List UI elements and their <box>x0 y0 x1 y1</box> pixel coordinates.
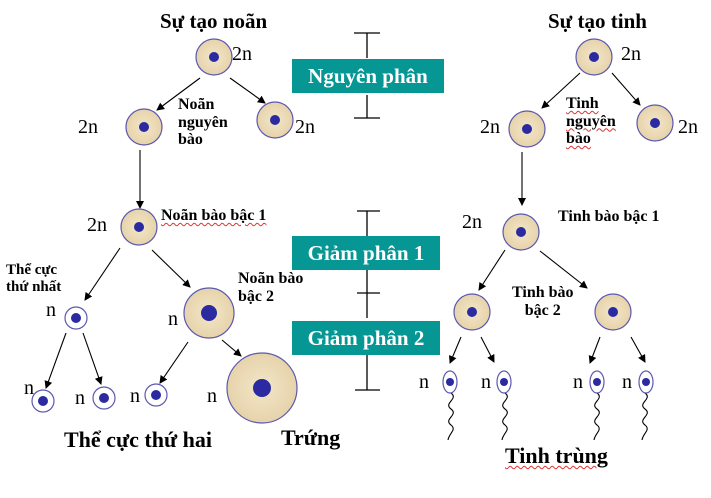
primary-oocyte-label: Noãn bào bậc 1 <box>161 207 267 224</box>
ploidy-label: n <box>207 385 217 407</box>
arrow <box>449 336 462 364</box>
spermatogenesis-cells <box>442 38 674 394</box>
arrow <box>480 336 495 363</box>
phase-meiosis-1: Giảm phân 1 <box>292 236 440 270</box>
sperm-tail <box>501 392 508 441</box>
cell-oogenesis-root <box>195 38 233 76</box>
cell-egg <box>226 352 298 424</box>
arrow <box>611 72 641 106</box>
ploidy-label: n <box>481 371 491 393</box>
arrow <box>588 336 601 364</box>
sperm-head-4 <box>638 370 654 394</box>
cell-polar-body-b <box>92 386 116 410</box>
ploidy-label: n <box>130 385 140 407</box>
ploidy-label: n <box>46 299 56 321</box>
cell-secondary-spermatocyte-b <box>594 293 632 331</box>
ploidy-label: 2n <box>462 211 482 233</box>
sperm-head-1 <box>442 370 458 394</box>
cell-secondary-spermatocyte-a <box>453 293 491 331</box>
ploidy-label: n <box>24 377 34 399</box>
ploidy-label: n <box>573 371 583 393</box>
cell-first-polar-body <box>64 306 88 330</box>
cell-polar-body-c <box>144 383 168 407</box>
ploidy-label: n <box>168 308 178 330</box>
phase-mitosis: Nguyên phân <box>292 59 444 93</box>
egg-label: Trứng <box>281 425 341 450</box>
sperm-tail <box>447 392 454 441</box>
ploidy-label: n <box>419 371 429 393</box>
arrow <box>159 341 189 384</box>
arrow <box>82 332 103 385</box>
arrow <box>221 339 242 357</box>
meiosis-bracket <box>355 210 380 391</box>
cell-polar-body-a <box>31 389 55 413</box>
ploidy-label: 2n <box>295 116 315 138</box>
cell-oogonium-right <box>256 101 294 139</box>
mitosis-bracket <box>354 32 380 119</box>
arrow <box>478 249 506 291</box>
secondary-oocyte-label: Noãn bào bậc 2 <box>238 270 304 305</box>
oogonium-label: Noãn nguyên bào <box>178 96 228 149</box>
sperm-tail <box>641 392 648 441</box>
ploidy-label: n <box>75 387 85 409</box>
ploidy-label: 2n <box>480 116 500 138</box>
sperm-label: Tinh trùng <box>505 443 608 468</box>
cell-spermatogenesis-root <box>575 38 613 76</box>
arrow <box>151 249 191 288</box>
arrow <box>229 77 266 104</box>
oogenesis-title: Sự tạo noãn <box>160 9 268 33</box>
ploidy-label: 2n <box>621 43 641 65</box>
ploidy-label: 2n <box>232 43 252 65</box>
spermatogenesis-arrows <box>449 72 646 364</box>
cell-primary-spermatocyte <box>502 213 540 251</box>
cell-primary-oocyte <box>120 208 158 246</box>
primary-spermatocyte-label: Tinh bào bậc 1 <box>558 208 660 225</box>
sperm-tails <box>447 392 648 441</box>
spermatogenesis-title: Sự tạo tinh <box>548 9 647 33</box>
ploidy-label: n <box>622 371 632 393</box>
arrow <box>539 250 588 289</box>
oogenesis-arrows <box>44 77 266 389</box>
sperm-head-2 <box>496 370 512 394</box>
cell-oogonium-left <box>125 108 163 146</box>
arrow <box>630 336 646 363</box>
ploidy-label: 2n <box>78 116 98 138</box>
cell-secondary-oocyte <box>183 287 235 339</box>
arrow <box>156 77 201 111</box>
arrow <box>84 247 121 301</box>
cell-spermatogonium-left <box>508 110 546 148</box>
ploidy-label: 2n <box>87 214 107 236</box>
second-polar-body-label: Thể cực thứ hai <box>64 427 213 452</box>
first-polar-body-label: Thể cực thứ nhất <box>6 262 62 295</box>
ploidy-label: 2n <box>678 116 698 138</box>
arrow <box>541 72 581 109</box>
phase-meiosis-2: Giảm phân 2 <box>292 321 440 355</box>
arrow <box>44 332 67 389</box>
secondary-spermatocyte-label: Tinh bào bậc 2 <box>512 284 574 319</box>
spermatogonium-label: Tinh nguyên bào <box>566 95 616 148</box>
oogenesis-cells <box>31 38 298 424</box>
sperm-head-3 <box>589 370 605 394</box>
cell-spermatogonium-right <box>636 104 674 142</box>
sperm-tail <box>593 392 600 441</box>
